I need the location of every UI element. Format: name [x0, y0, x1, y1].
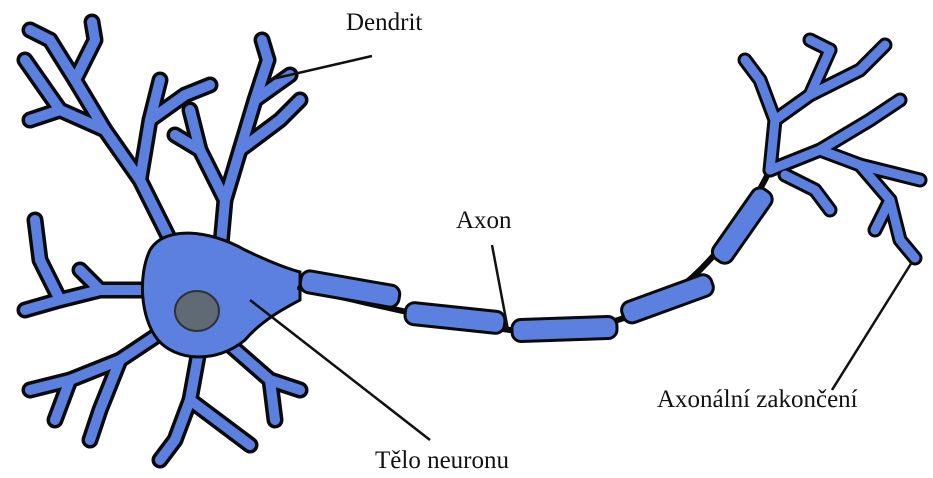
dendrite-label: Dendrit — [346, 10, 422, 35]
axon-terminal-label: Axonální zakončení — [657, 387, 858, 412]
cell-body-label: Tělo neuronu — [375, 448, 509, 473]
axon-label: Axon — [456, 208, 512, 233]
cell-body — [142, 233, 300, 357]
myelin-segment — [299, 269, 401, 308]
dendrite-leader-line — [268, 56, 372, 80]
nucleus — [175, 291, 219, 331]
axon-terminal-leader-line — [832, 262, 912, 390]
myelin-segment — [619, 272, 716, 325]
axon-terminal-tree — [745, 40, 920, 258]
axon-core — [300, 170, 770, 331]
myelin-segment — [512, 316, 618, 342]
myelin-segment — [709, 184, 776, 266]
myelin-segment — [404, 302, 506, 334]
axon — [299, 170, 776, 342]
